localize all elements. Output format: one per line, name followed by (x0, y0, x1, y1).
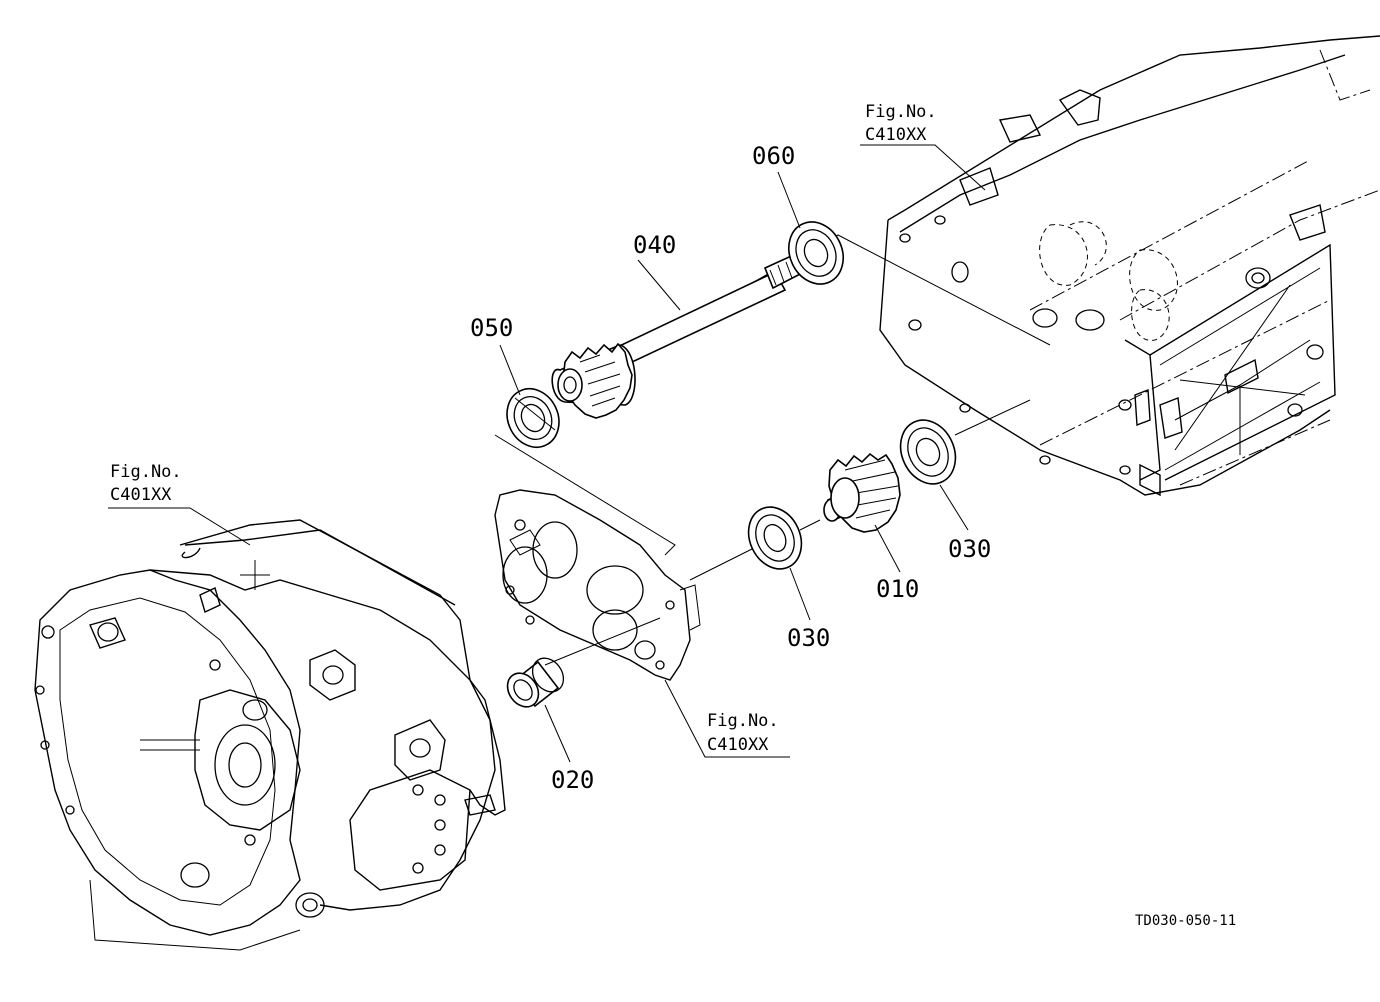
callout-leaders (108, 144, 986, 763)
assembly-lines (494, 234, 1051, 666)
part-030-bearing-b (899, 419, 957, 485)
drawing-code: TD030-050-11 (1135, 913, 1236, 929)
part-label-010: 010 (876, 575, 919, 603)
part-label-020: 020 (551, 766, 594, 794)
part-label-050: 050 (470, 314, 513, 342)
fig-ref-left-line1: Fig.No. (110, 462, 182, 482)
part-060-bearing (788, 221, 844, 285)
fig-ref-left-line2: C401XX (110, 485, 172, 505)
transmission-case-right (879, 35, 1380, 497)
fig-ref-top-line2: C410XX (865, 125, 927, 145)
fig-ref-mid-line1: Fig.No. (707, 711, 779, 731)
part-050-bearing (506, 388, 560, 448)
part-030-bearing-a (747, 506, 803, 570)
fig-ref-top-line1: Fig.No. (865, 102, 937, 122)
part-010-gear (823, 452, 901, 533)
clutch-housing-left (34, 519, 506, 951)
part-label-030-upper: 030 (948, 535, 991, 563)
part-040-shaft (551, 250, 810, 419)
bearing-plate (494, 489, 701, 681)
part-label-060: 060 (752, 142, 795, 170)
part-020-bushing (506, 657, 565, 708)
part-label-030-lower: 030 (787, 624, 830, 652)
part-label-040: 040 (633, 231, 676, 259)
fig-ref-mid-line2: C410XX (707, 735, 769, 755)
